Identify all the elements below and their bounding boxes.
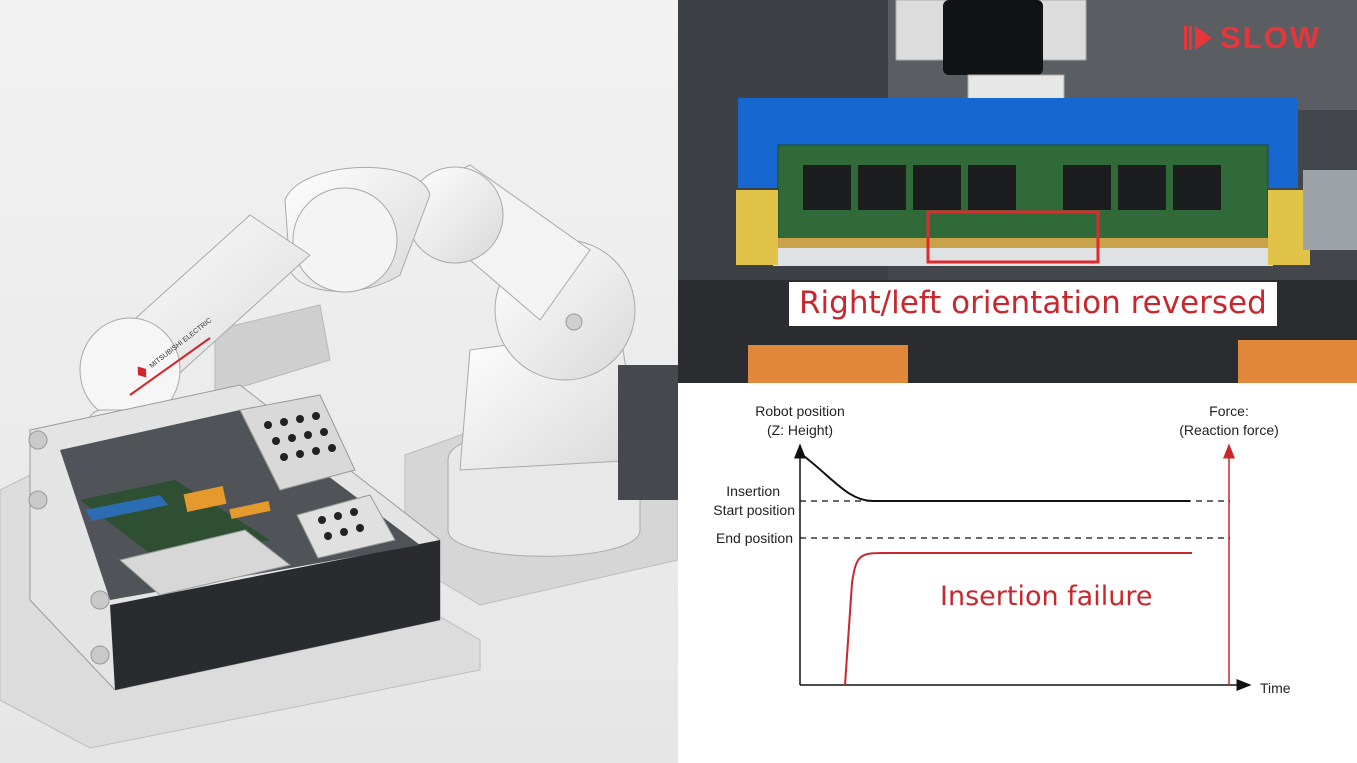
x-axis-label: Time — [1260, 680, 1291, 696]
slow-motion-icon — [1184, 26, 1212, 50]
robot-position-line — [799, 452, 1190, 502]
insertion-force-chart: Robot position (Z: Height) Force: (React… — [713, 403, 1291, 696]
memory-module-illustration — [678, 0, 1357, 383]
left-axis-label-line2: (Z: Height) — [767, 422, 833, 438]
right-axis-label-line2: (Reaction force) — [1179, 422, 1279, 438]
insertion-chart-panel: Robot position (Z: Height) Force: (React… — [678, 383, 1357, 763]
slow-badge: SLOW — [1182, 18, 1321, 58]
highlight-box — [926, 210, 1100, 264]
reference-label-insertion-line1: Insertion — [726, 483, 780, 499]
insertion-failure-annotation: Insertion failure — [940, 581, 1152, 612]
reference-label-insertion-line2: Start position — [713, 502, 795, 518]
robot-illustration-panel: MITSUBISHI ELECTRIC — [0, 0, 678, 763]
robot-arm-illustration: MITSUBISHI ELECTRIC — [0, 0, 678, 763]
right-axis-label-line1: Force: — [1209, 403, 1249, 419]
reaction-force-line — [844, 552, 1192, 686]
photo-caption: Right/left orientation reversed — [789, 282, 1277, 326]
reference-label-end-position: End position — [716, 530, 793, 546]
slow-label: SLOW — [1220, 20, 1321, 55]
memory-insertion-closeup: SLOW Right/left orientation reversed — [678, 0, 1357, 383]
left-axis-label-line1: Robot position — [755, 403, 845, 419]
